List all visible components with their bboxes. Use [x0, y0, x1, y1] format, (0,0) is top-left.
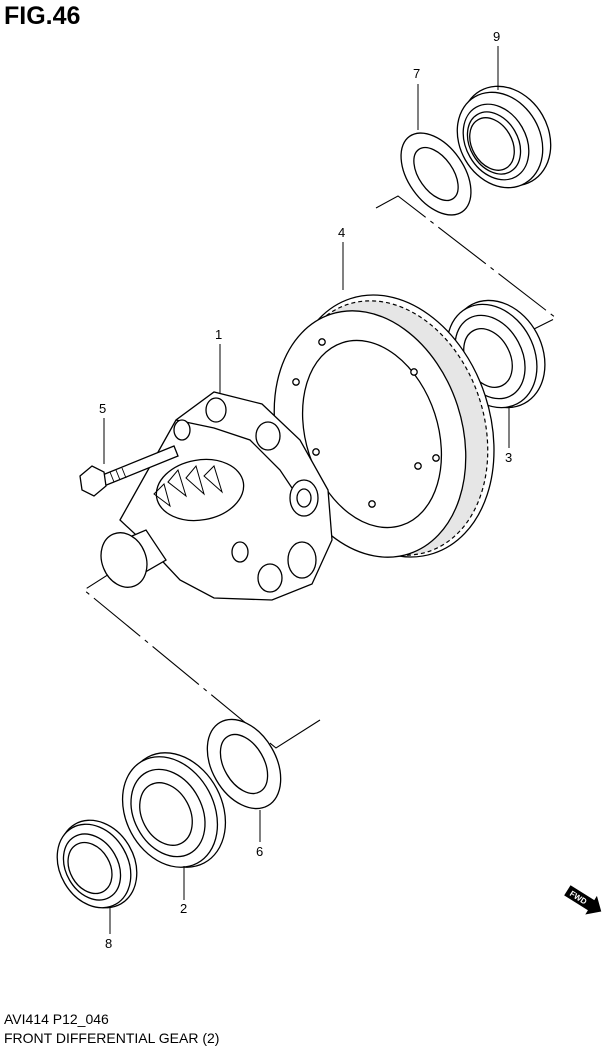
figure-code: AVI414 P12_046 [4, 1011, 109, 1027]
part-1-differential-case [100, 391, 333, 601]
callout-9: 9 [493, 29, 500, 44]
figure-title: FIG.46 [4, 2, 81, 30]
assembly-guide-lines [83, 195, 558, 749]
part-2-bearing [121, 752, 227, 868]
callout-4: 4 [338, 225, 345, 240]
callout-5: 5 [99, 401, 106, 416]
callout-6: 6 [256, 844, 263, 859]
part-9-oil-seal [456, 85, 552, 189]
figure-caption: FRONT DIFFERENTIAL GEAR (2) [4, 1030, 220, 1046]
part-8-oil-seal [56, 819, 138, 909]
callout-1: 1 [215, 327, 222, 342]
fwd-arrow-icon: FWD [564, 885, 602, 915]
part-6-shim [206, 718, 282, 810]
callout-8: 8 [105, 936, 112, 951]
leader-lines [103, 46, 510, 934]
callout-2: 2 [180, 901, 187, 916]
part-5-bolt [79, 445, 179, 497]
part-7-shim [400, 132, 472, 216]
callout-3: 3 [505, 450, 512, 465]
callout-numbers: 9 7 4 1 5 3 6 2 8 [99, 29, 512, 951]
callout-7: 7 [413, 66, 420, 81]
